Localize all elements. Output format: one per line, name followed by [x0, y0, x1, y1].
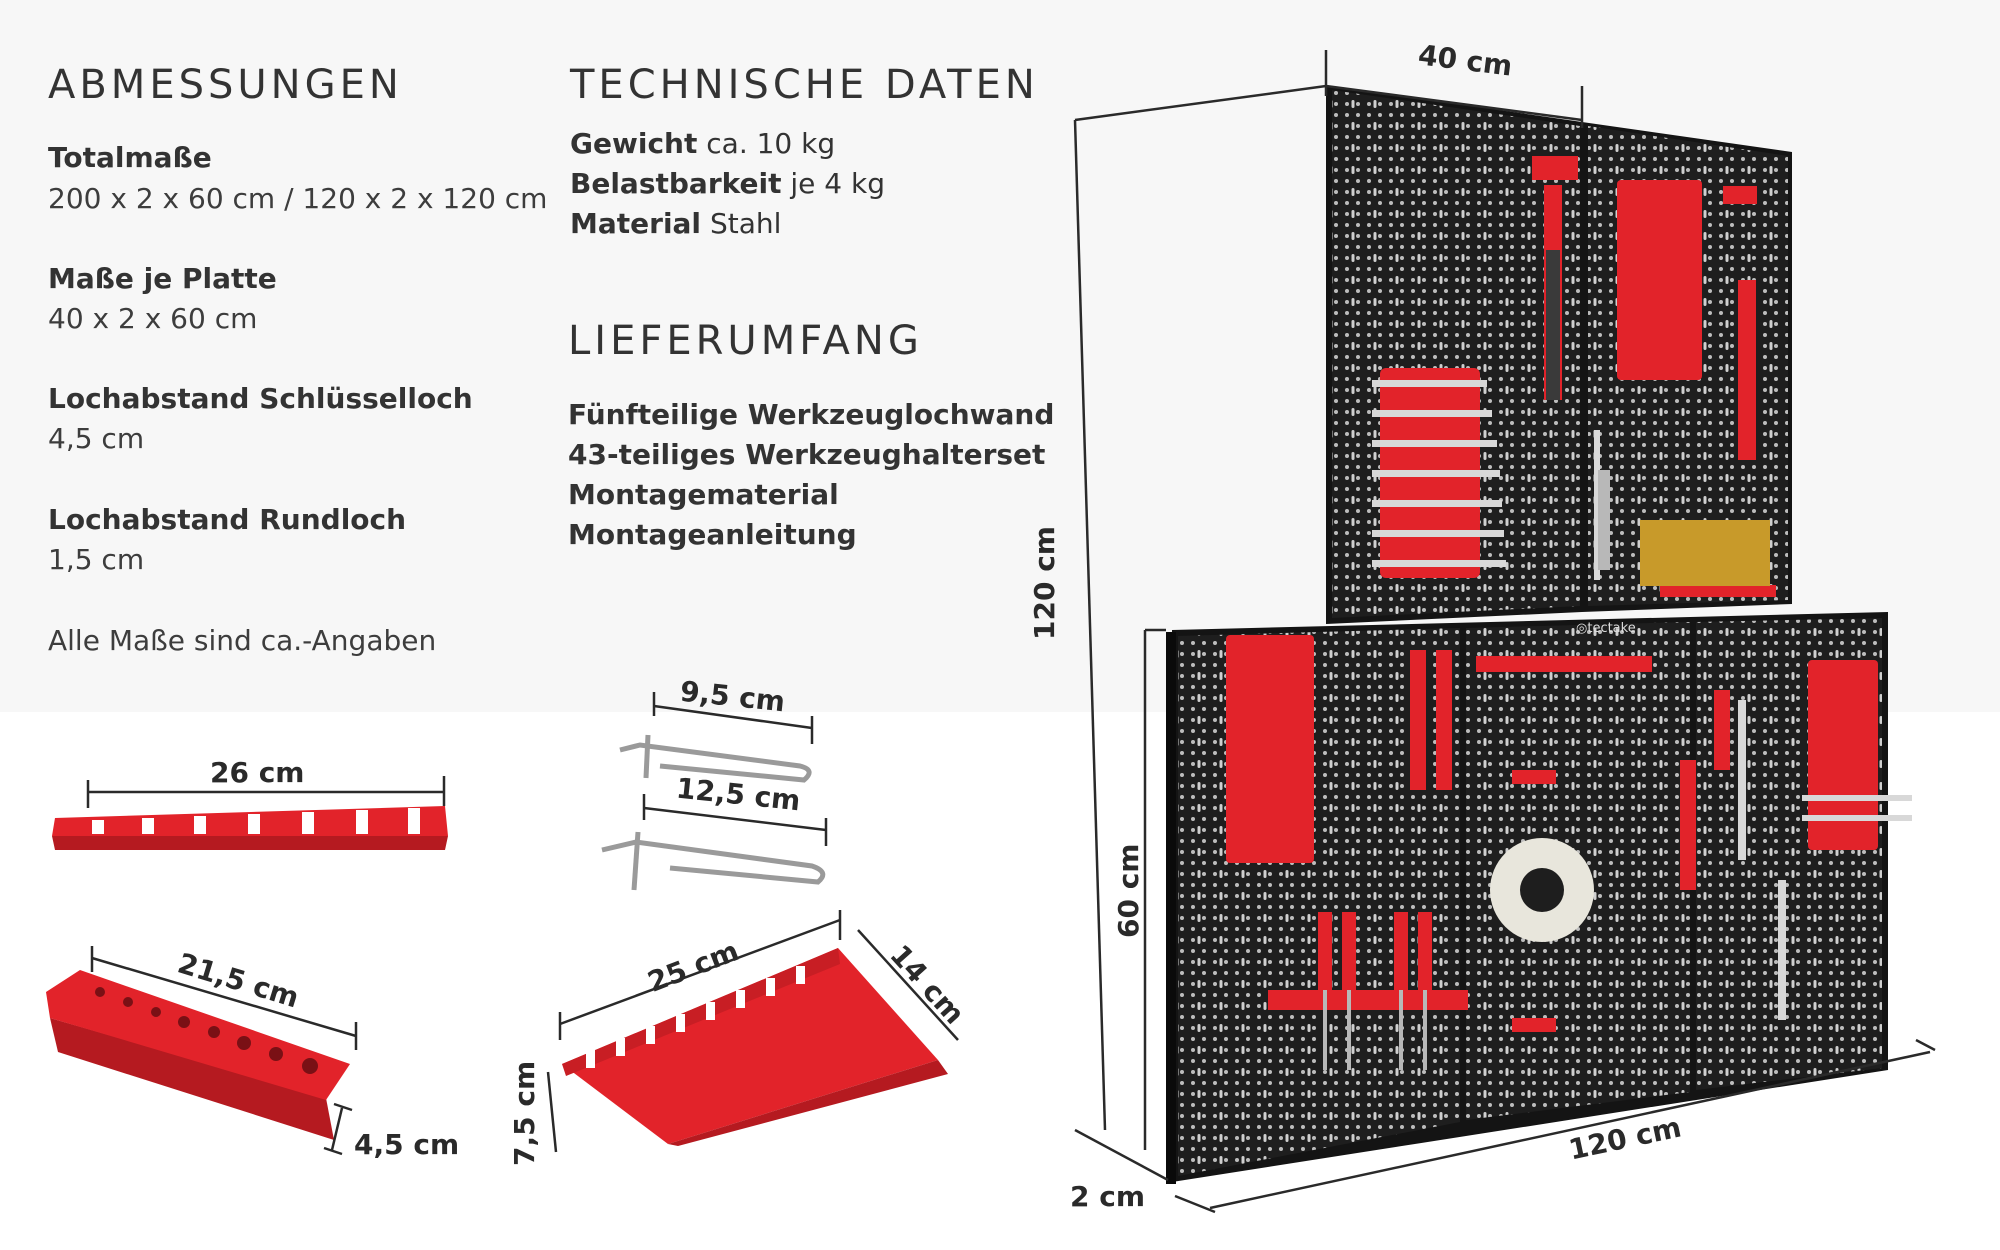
dimensions-note: Alle Maße sind ca.-Angaben [48, 624, 437, 657]
dim-rail: 26 cm [210, 756, 305, 789]
dim-bit-holder-height: 4,5 cm [354, 1128, 460, 1161]
technical-value: Stahl [709, 207, 782, 240]
dim-depth: 2 cm [1070, 1180, 1146, 1213]
technical-heading: TECHNISCHE DATEN [570, 62, 1039, 108]
dimension-value: 1,5 cm [48, 543, 145, 576]
tools-on-wall: ◎tectake [1318, 185, 1912, 1070]
scope-item: Montageanleitung [568, 518, 857, 551]
dim-height-total: 120 cm [1028, 526, 1061, 640]
dimension-value: 4,5 cm [48, 422, 145, 455]
dim-wrench-holder-height: 7,5 cm [508, 1060, 541, 1166]
dimension-value: 40 x 2 x 60 cm [48, 302, 258, 335]
technical-value: je 4 kg [790, 167, 885, 200]
rail-holder [52, 776, 448, 850]
dimension-label: Totalmaße [48, 141, 212, 174]
technical-row: Belastbarkeit je 4 kg [570, 167, 885, 200]
dim-height-lower: 60 cm [1112, 843, 1145, 939]
dimensions-heading: ABMESSUNGEN [48, 62, 403, 108]
brand-logo: ◎tectake [1576, 621, 1636, 636]
dimension-label: Maße je Platte [48, 262, 277, 295]
technical-value: ca. 10 kg [706, 127, 836, 160]
wall-dimension-lines [1073, 50, 1936, 1214]
dimension-label: Lochabstand Rundloch [48, 503, 407, 536]
dimension-label: Lochabstand Schlüsselloch [48, 382, 473, 415]
scope-heading: LIEFERUMFANG [568, 318, 923, 364]
scope-item: 43-teiliges Werkzeughalterset [568, 438, 1046, 471]
wrench-holder [546, 910, 959, 1153]
scope-item: Montagematerial [568, 478, 839, 511]
hook-dimension-lines [642, 692, 828, 846]
technical-label: Belastbarkeit [570, 167, 782, 200]
technical-label: Material [570, 207, 702, 240]
technical-label: Gewicht [570, 127, 698, 160]
scope-item: Fünfteilige Werkzeuglochwand [568, 398, 1055, 431]
technical-row: Material Stahl [570, 207, 781, 240]
technical-row: Gewicht ca. 10 kg [570, 127, 835, 160]
dimension-value: 200 x 2 x 60 cm / 120 x 2 x 120 cm [48, 182, 548, 215]
hooks [601, 734, 826, 891]
bit-holder [46, 946, 358, 1156]
